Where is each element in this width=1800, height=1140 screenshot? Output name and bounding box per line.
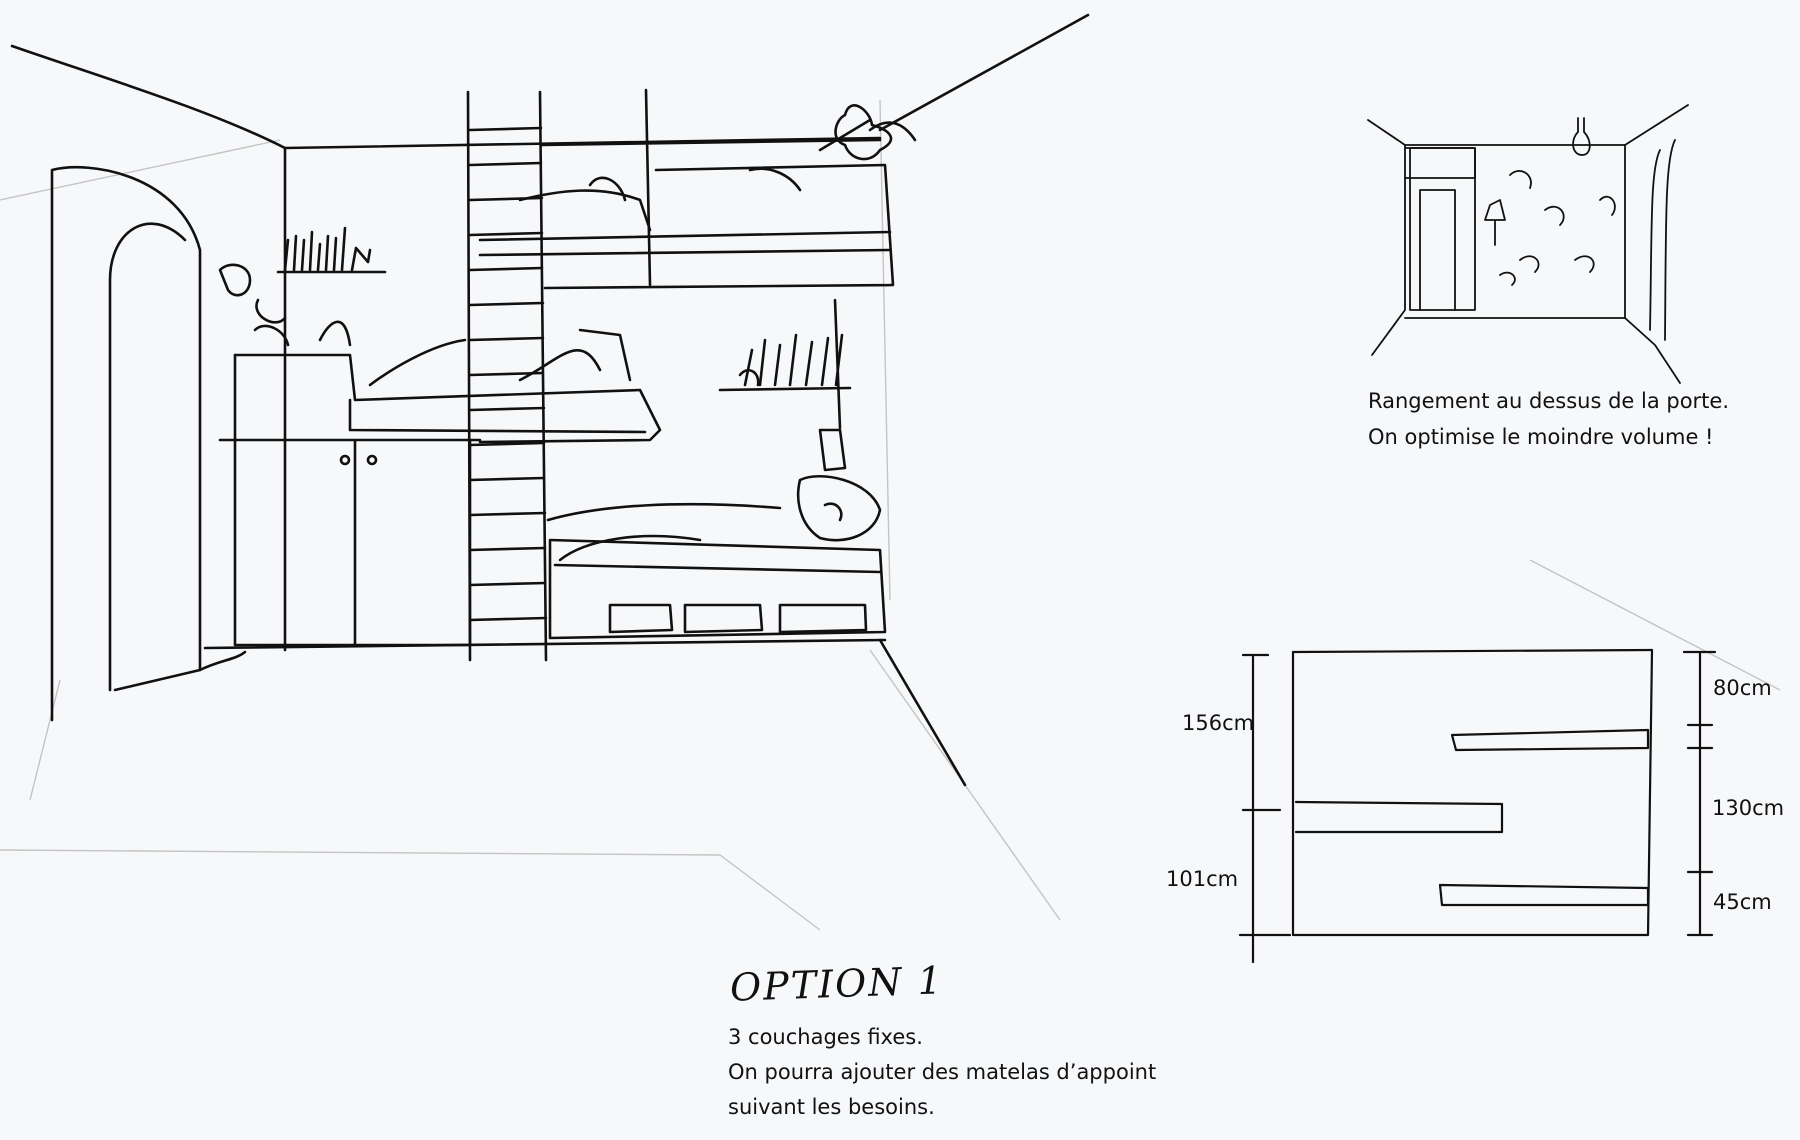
wall-lamp-left [218,263,252,297]
ladder-right-rail [538,90,548,662]
option-note-line3: suivant les besoins. [728,1095,935,1119]
right-dimension-line [1682,650,1717,937]
lower-bed-section [1438,883,1650,907]
dimension-right-bottom: 45cm [1713,890,1772,914]
ceiling-right-edge [878,13,1090,132]
ceiling-line [283,136,882,150]
option-title: OPTION 1 [729,958,945,1010]
upper-bed-section [1450,728,1650,752]
wall-lamp-right [818,298,847,472]
section-box [1291,648,1654,937]
storage-note-line2: On optimise le moindre volume ! [1368,425,1714,449]
option-note: 3 couchages fixes. On pourra ajouter des… [728,1020,1156,1125]
dimension-right-middle: 130cm [1712,796,1785,820]
middle-bed-section [1294,800,1504,834]
floor-right-edge [878,638,967,787]
dimension-left-bottom: 101cm [1166,867,1239,891]
dimension-right-top: 80cm [1713,676,1772,700]
ladder-rungs [468,126,548,622]
bedside-lamp [1484,199,1506,246]
plant-sketch [834,104,917,161]
left-dimension-line [1238,653,1292,964]
option-note-line1: 3 couchages fixes. [728,1025,923,1049]
section-dimension-drawing [1238,648,1717,964]
cabinet [218,353,482,647]
low-shelf [718,386,852,392]
storage-note-line1: Rangement au dessus de la porte. [1368,389,1730,413]
arched-doorway [50,165,202,722]
main-perspective-drawing [10,13,1090,787]
ceiling-left-edge [10,44,287,150]
dimension-left-top: 156cm [1182,711,1255,735]
over-door-storage [1404,147,1476,179]
bottom-bunk [548,538,887,640]
storage-note: Rangement au dessus de la porte. On opti… [1368,383,1729,455]
middle-bed [233,353,662,444]
storage-sketch [1367,104,1689,384]
ceiling-pendant [1572,117,1591,156]
option-note-line2: On pourra ajouter des matelas d’appoint [728,1060,1157,1084]
pencil-guides [0,99,1781,931]
ladder-left-rail [466,90,472,662]
